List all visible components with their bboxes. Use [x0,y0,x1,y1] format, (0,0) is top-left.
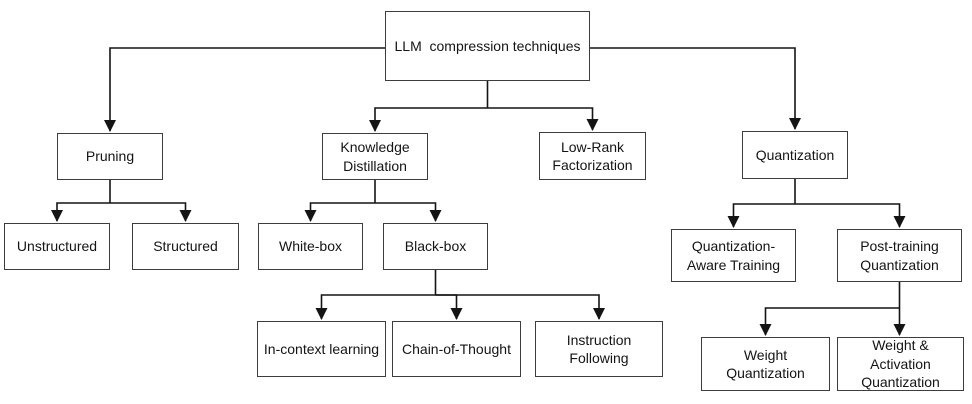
node-pruning: Pruning [57,133,163,180]
node-instruction-following: Instruction Following [535,321,663,377]
node-weight-activation-quantization: Weight & Activation Quantization [837,337,964,391]
edge-black-box-in-context [315,294,436,320]
edge-root-knowledge-distillation [369,107,488,132]
edge-pruning-structured [110,202,192,222]
edge-root-low-rank-factorization [487,107,599,131]
node-weight-quantization: Weight Quantization [701,337,830,391]
edge-quantization-ptq [795,203,906,228]
node-black-box: Black-box [383,223,488,270]
node-low-rank-factorization: Low-Rank Factorization [539,132,646,180]
node-structured: Structured [132,223,239,270]
node-quantization-aware-training: Quantization- Aware Training [671,229,796,282]
edge-root-quantization [590,47,801,130]
edge-quantization-qat [727,203,795,228]
node-knowledge-distillation: Knowledge Distillation [322,133,428,180]
node-in-context-learning: In-context learning [257,321,386,377]
node-llm-compression-techniques: LLM compression techniques [385,11,590,81]
edge-ptq-weight-quantization [759,307,900,336]
node-quantization: Quantization [742,131,848,179]
node-post-training-quantization: Post-training Quantization [837,229,962,282]
node-unstructured: Unstructured [4,223,110,270]
edge-kd-black-box [375,202,442,222]
edge-kd-white-box [304,202,375,222]
edge-pruning-unstructured [51,202,110,222]
edge-black-box-chain-of-thought [435,294,463,320]
node-white-box: White-box [258,223,363,270]
edge-black-box-instruction-following [435,294,605,320]
node-chain-of-thought: Chain-of-Thought [392,321,521,377]
edge-root-pruning [104,47,385,132]
